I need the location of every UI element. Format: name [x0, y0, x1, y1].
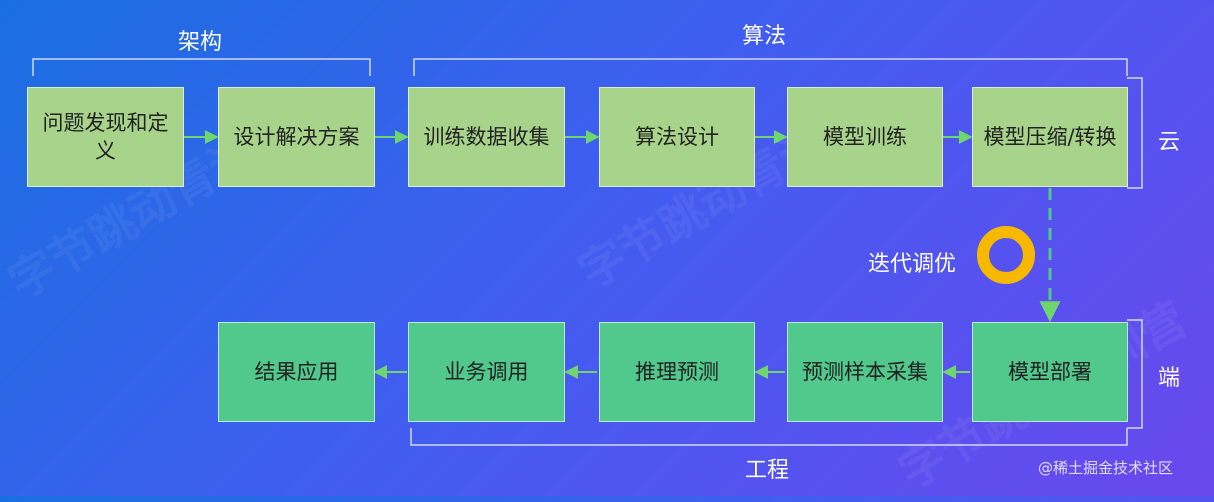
step-result-application: 结果应用	[218, 322, 375, 422]
step-algorithm-design: 算法设计	[599, 87, 755, 187]
cloud-label: 云	[1158, 130, 1181, 155]
algorithm-bracket	[413, 58, 1128, 76]
step-solution-design: 设计解决方案	[218, 87, 375, 187]
step-training-data-collection: 训练数据收集	[408, 87, 565, 187]
architecture-label: 架构	[178, 30, 223, 55]
engineering-bracket	[410, 428, 1128, 446]
credit-text: @稀土掘金技术社区	[1038, 459, 1174, 477]
engineering-label: 工程	[745, 458, 790, 483]
step-model-deployment: 模型部署	[972, 322, 1128, 422]
step-business-call: 业务调用	[408, 322, 565, 422]
step-model-training: 模型训练	[787, 87, 943, 187]
edge-bracket	[1127, 319, 1143, 429]
algorithm-label: 算法	[742, 24, 787, 49]
iteration-label: 迭代调优	[868, 252, 957, 277]
step-model-compression: 模型压缩/转换	[972, 87, 1128, 187]
edge-label: 端	[1158, 366, 1181, 391]
step-problem-definition: 问题发现和定义	[27, 87, 184, 187]
ring-icon	[977, 226, 1035, 284]
cloud-bracket	[1127, 77, 1143, 189]
step-inference: 推理预测	[599, 322, 755, 422]
architecture-bracket	[32, 58, 371, 76]
step-sample-collection: 预测样本采集	[787, 322, 943, 422]
